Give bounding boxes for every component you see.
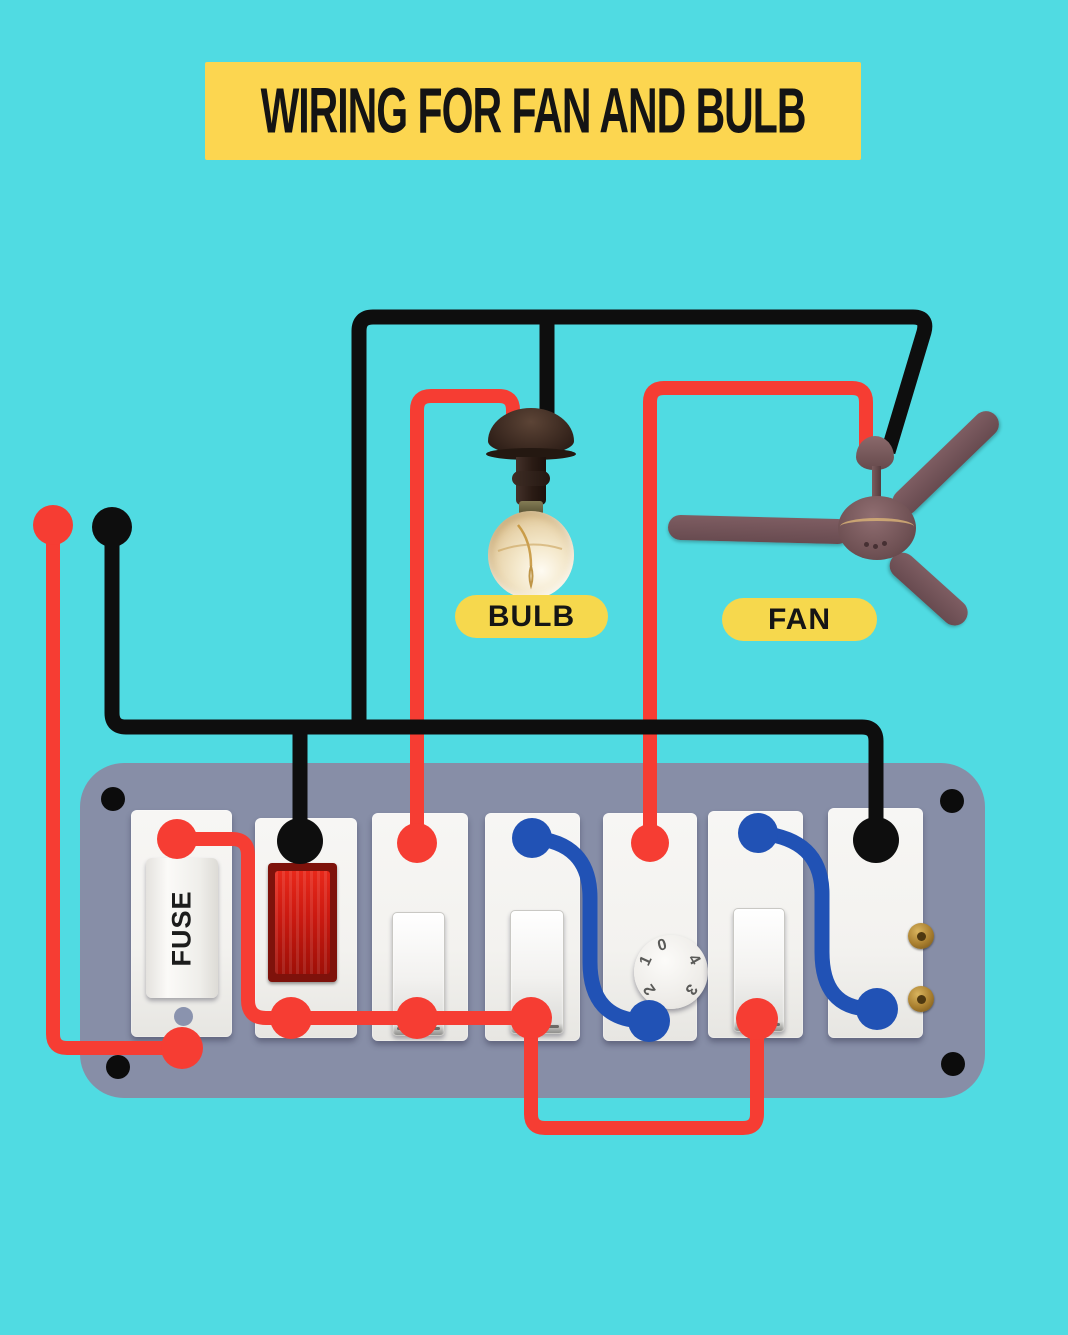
fan-blade-left — [667, 514, 851, 545]
bulb-switch-rocker — [392, 912, 445, 1036]
bulb-switch-module — [372, 813, 468, 1041]
terminal-supply-phase — [33, 505, 73, 545]
fuse-hole — [174, 1007, 193, 1026]
terminal-supply-neutral — [92, 507, 132, 547]
bulb-canopy-rim — [486, 448, 576, 460]
bulb-label: BULB — [487, 599, 576, 633]
bulb-canopy — [488, 408, 574, 454]
fan-label-pill: FAN — [722, 598, 877, 641]
fuse-module: FUSE — [131, 810, 232, 1037]
bulb-filament — [497, 524, 563, 590]
fan-regulator-module: 0 1 2 3 4 — [603, 813, 708, 1041]
fan-blade-lower-right — [884, 547, 974, 631]
knob-number: 3 — [681, 980, 701, 998]
socket-module — [828, 808, 934, 1038]
fan-switch-rocker — [510, 910, 564, 1034]
fuse-label: FUSE — [166, 889, 197, 967]
fuse-carrier: FUSE — [146, 858, 218, 998]
socket-switch-rocker — [733, 908, 785, 1032]
fan-switch-module — [485, 813, 580, 1041]
socket-pin-hole — [908, 986, 934, 1012]
indicator-frame — [268, 863, 337, 982]
indicator-lamp — [275, 871, 330, 974]
socket-pin-hole — [908, 923, 934, 949]
knob-number: 0 — [655, 936, 669, 955]
fan-canopy — [856, 436, 894, 470]
switch-board: FUSE 0 1 2 3 4 — [80, 763, 985, 1098]
fan-vents — [864, 540, 894, 550]
board-screw — [940, 789, 964, 813]
board-screw — [106, 1055, 130, 1079]
fan-label: FAN — [768, 602, 831, 636]
board-screw — [101, 787, 125, 811]
bulb-fixture — [486, 408, 579, 608]
title-banner: WIRING FOR FAN AND BULB — [205, 62, 861, 160]
indicator-module — [255, 818, 357, 1038]
fan-downrod — [872, 466, 881, 502]
fan-hub-rim — [840, 518, 914, 535]
bulb-socket-collar — [512, 471, 550, 486]
regulator-knob: 0 1 2 3 4 — [634, 935, 708, 1009]
knob-number: 1 — [636, 953, 656, 969]
bulb-label-pill: BULB — [455, 595, 608, 638]
board-screw — [941, 1052, 965, 1076]
knob-number: 2 — [640, 980, 660, 998]
bulb-glass — [488, 511, 574, 599]
socket-switch-module — [708, 811, 803, 1038]
ceiling-fan — [660, 400, 1020, 640]
page-title: WIRING FOR FAN AND BULB — [260, 74, 807, 146]
fan-blade-upper-right — [886, 405, 1005, 521]
knob-number: 4 — [684, 951, 704, 968]
